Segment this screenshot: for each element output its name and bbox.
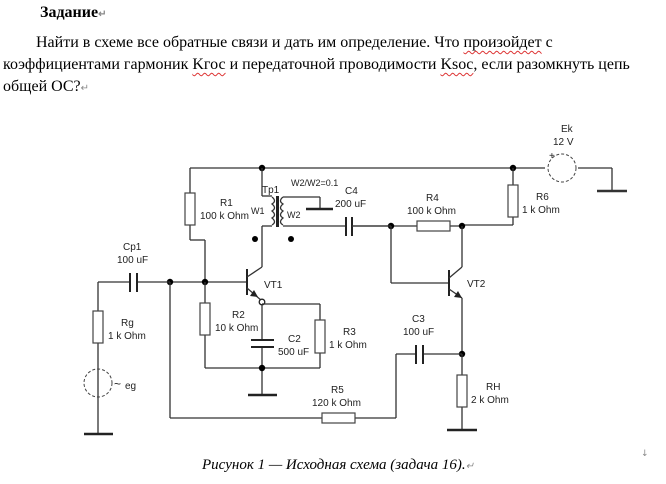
transformer-winding-w2 bbox=[279, 196, 285, 226]
winding-dot bbox=[288, 236, 294, 242]
value-r3: 1 k Ohm bbox=[329, 340, 367, 351]
value-c2: 500 uF bbox=[278, 347, 309, 358]
capacitor-gap bbox=[417, 350, 422, 360]
label-eg: eg bbox=[125, 381, 136, 392]
label-c4: C4 bbox=[345, 186, 358, 197]
plus-sign: + bbox=[549, 151, 555, 162]
resistor-r3 bbox=[314, 319, 326, 354]
emitter-arrow-icon bbox=[250, 290, 258, 297]
value-r4: 100 k Ohm bbox=[407, 206, 456, 217]
label-r6: R6 bbox=[536, 192, 549, 203]
label-w2: W2 bbox=[287, 210, 301, 220]
label-c3: C3 bbox=[412, 314, 425, 325]
resistor-r1 bbox=[184, 192, 196, 226]
value-rg: 1 k Ohm bbox=[108, 331, 146, 342]
capacitor-gap bbox=[257, 341, 267, 346]
resistor-rh bbox=[456, 374, 468, 408]
capacitor-gap bbox=[347, 221, 351, 231]
value-c3: 100 uF bbox=[403, 327, 434, 338]
label-r5: R5 bbox=[331, 385, 344, 396]
value-r6: 1 k Ohm bbox=[522, 205, 560, 216]
capacitor-gap bbox=[131, 277, 136, 287]
spellcheck-word: Kгос bbox=[192, 56, 226, 73]
spellcheck-word: произойдет bbox=[463, 34, 542, 51]
wire bbox=[246, 266, 263, 278]
value-ek: 12 V bbox=[553, 137, 574, 148]
resistor-r4 bbox=[416, 220, 451, 232]
task-heading: Задание↵ bbox=[40, 4, 107, 21]
value-cp1: 100 uF bbox=[117, 255, 148, 266]
label-r4: R4 bbox=[426, 193, 439, 204]
label-tp1: Tp1 bbox=[262, 185, 280, 196]
paragraph-mark: ↵ bbox=[98, 9, 107, 20]
figure-caption: Рисунок 1 — Исходная схема (задача 16).↵ bbox=[202, 457, 475, 473]
label-w1: W1 bbox=[251, 206, 265, 216]
line-break-mark: ↓ bbox=[641, 449, 649, 459]
dc-source-ek bbox=[547, 153, 577, 183]
label-ek: Ek bbox=[561, 124, 574, 135]
value-r5: 120 k Ohm bbox=[312, 398, 361, 409]
label-cp1: Cp1 bbox=[123, 242, 142, 253]
wire bbox=[448, 266, 463, 279]
emitter-arrow-icon bbox=[454, 291, 462, 298]
value-r1: 100 k Ohm bbox=[200, 211, 249, 222]
spellcheck-word: Ksoc bbox=[440, 56, 474, 73]
ac-tilde-icon: ~ bbox=[114, 377, 121, 391]
label-r1: R1 bbox=[220, 198, 233, 209]
value-rh: 2 k Ohm bbox=[471, 395, 509, 406]
resistor-rg bbox=[92, 310, 104, 344]
label-rh: RH bbox=[486, 382, 500, 393]
label-rg: Rg bbox=[121, 318, 134, 329]
task-text: Найти в схеме все обратные связи и дать … bbox=[3, 34, 630, 95]
value-r2: 10 k Ohm bbox=[215, 323, 258, 334]
transformer-core bbox=[276, 196, 279, 227]
label-r3: R3 bbox=[343, 327, 356, 338]
label-c2: C2 bbox=[288, 334, 301, 345]
label-vt2: VT2 bbox=[467, 279, 486, 290]
paragraph-mark: ↵ bbox=[80, 83, 90, 94]
paragraph-mark: ↵ bbox=[465, 461, 475, 472]
transformer-winding-w1 bbox=[270, 196, 276, 226]
resistor-r6 bbox=[507, 184, 519, 218]
resistor-r5 bbox=[321, 412, 356, 424]
resistor-r2 bbox=[199, 302, 211, 336]
transformer-ratio: W2/W2=0.1 bbox=[291, 178, 338, 188]
junction bbox=[258, 364, 266, 372]
value-c4: 200 uF bbox=[335, 199, 366, 210]
winding-dot bbox=[252, 236, 258, 242]
label-vt1: VT1 bbox=[264, 280, 283, 291]
label-r2: R2 bbox=[232, 310, 245, 321]
